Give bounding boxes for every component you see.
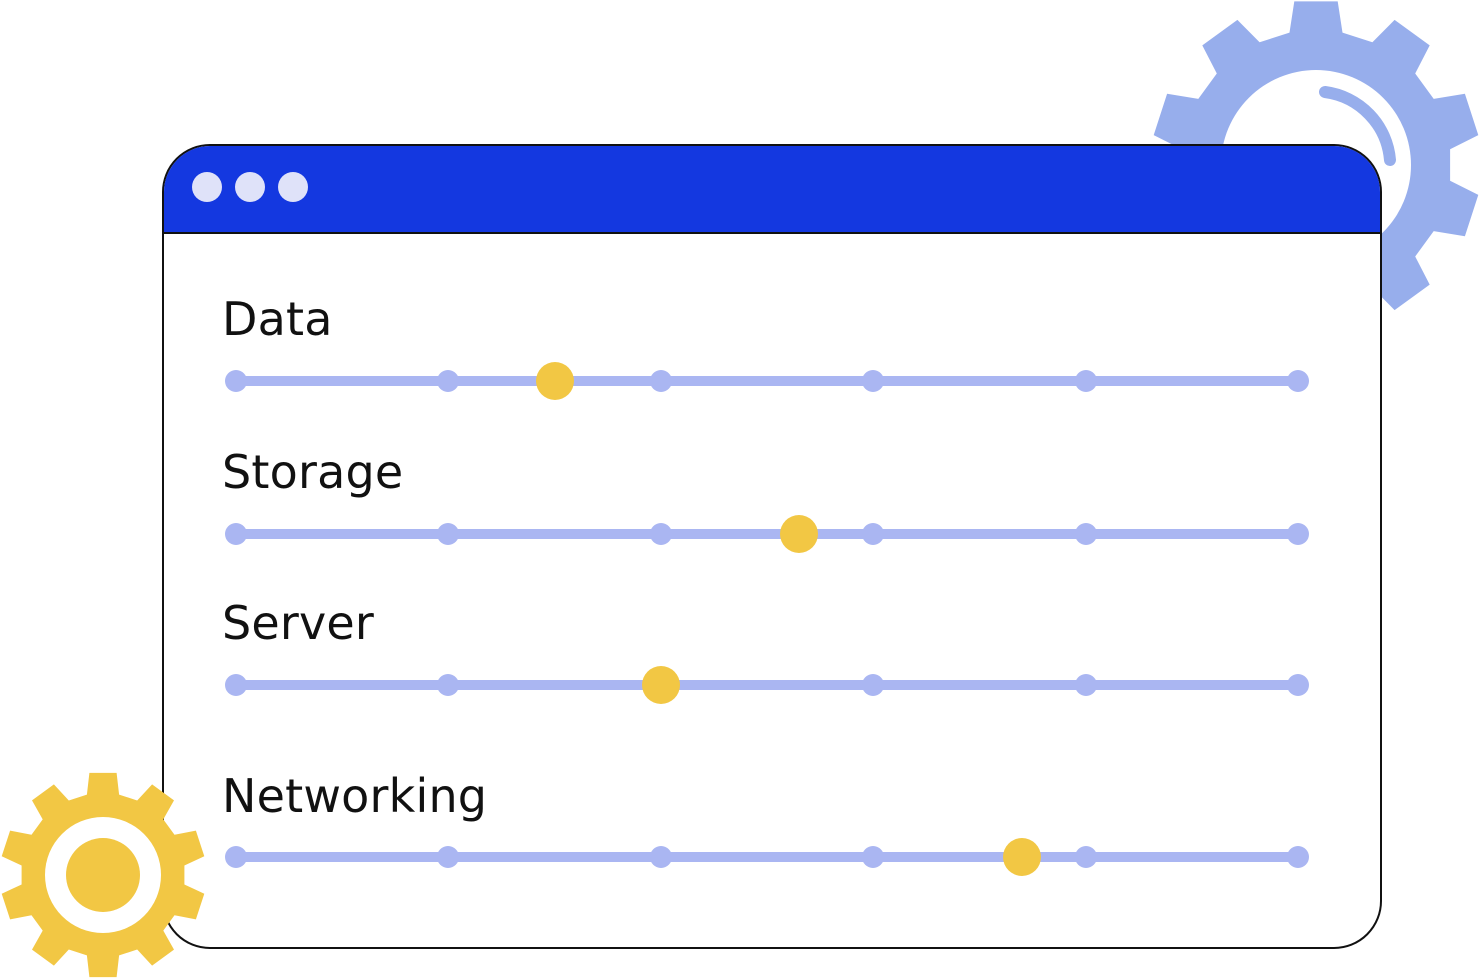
slider-stop[interactable] [437, 523, 460, 545]
slider-stop[interactable] [649, 370, 672, 392]
slider-stop[interactable] [649, 523, 672, 545]
slider-thumb[interactable] [641, 666, 680, 704]
slider-label-data: Data [222, 292, 333, 346]
slider-stop[interactable] [225, 846, 247, 868]
slider-server[interactable] [222, 666, 1312, 704]
slider-thumb[interactable] [779, 515, 818, 553]
settings-window: Data Storage Server Networking [162, 144, 1382, 949]
slider-stop[interactable] [1074, 846, 1097, 868]
slider-stop[interactable] [437, 674, 460, 696]
slider-stop[interactable] [225, 674, 247, 696]
slider-stop[interactable] [862, 674, 885, 696]
window-dot[interactable] [235, 172, 265, 202]
slider-label-storage: Storage [222, 445, 404, 499]
slider-stop[interactable] [1287, 370, 1309, 392]
slider-stop[interactable] [862, 846, 885, 868]
slider-stop[interactable] [1287, 674, 1309, 696]
slider-data[interactable] [222, 362, 1312, 400]
title-bar [164, 146, 1380, 234]
slider-thumb[interactable] [535, 362, 574, 400]
slider-stop[interactable] [1074, 674, 1097, 696]
slider-stop[interactable] [862, 523, 885, 545]
slider-stop[interactable] [1287, 523, 1309, 545]
slider-stop[interactable] [1287, 846, 1309, 868]
slider-stop[interactable] [1074, 523, 1097, 545]
slider-storage[interactable] [222, 515, 1312, 553]
window-dot[interactable] [278, 172, 308, 202]
slider-stop[interactable] [225, 370, 247, 392]
slider-stop[interactable] [1074, 370, 1097, 392]
slider-track[interactable] [236, 680, 1298, 690]
slider-stop[interactable] [649, 846, 672, 868]
slider-stop[interactable] [437, 370, 460, 392]
slider-stop[interactable] [862, 370, 885, 392]
slider-track[interactable] [236, 852, 1298, 862]
slider-stop[interactable] [437, 846, 460, 868]
window-dot[interactable] [192, 172, 222, 202]
slider-label-networking: Networking [222, 769, 488, 823]
slider-stop[interactable] [225, 523, 247, 545]
slider-track[interactable] [236, 529, 1298, 539]
slider-track[interactable] [236, 376, 1298, 386]
slider-label-server: Server [222, 596, 375, 650]
slider-networking[interactable] [222, 838, 1312, 876]
slider-thumb[interactable] [1002, 838, 1041, 876]
gear-icon [1, 772, 205, 978]
